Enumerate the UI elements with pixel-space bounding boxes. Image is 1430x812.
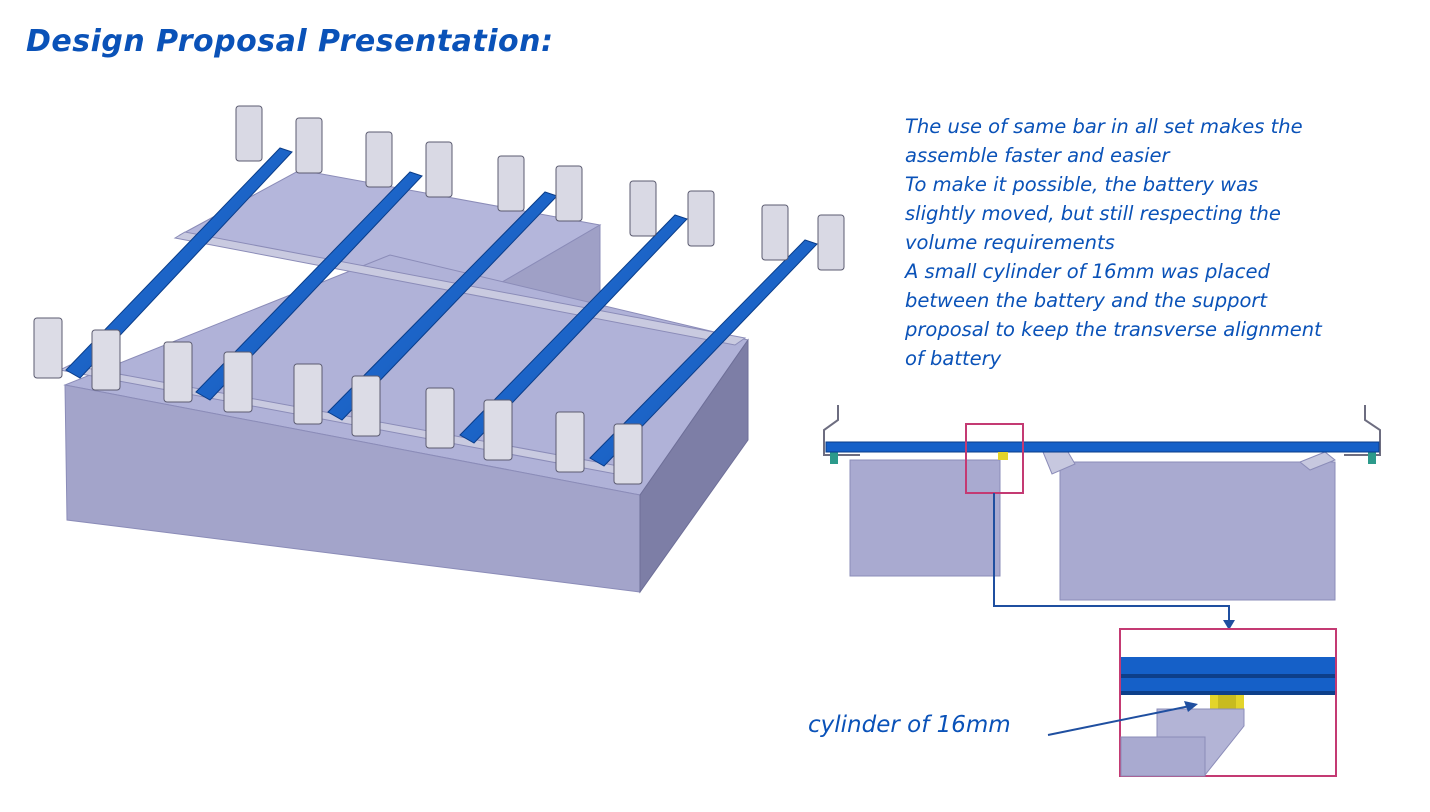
description-line: A small cylinder of 16mm was placed xyxy=(905,260,1270,283)
description-line: between the battery and the support xyxy=(905,289,1268,312)
description-text: The use of same bar in all set makes the… xyxy=(905,112,1405,373)
callout-arrow xyxy=(1047,705,1191,736)
support-bars xyxy=(65,147,818,467)
slide-title: Design Proposal Presentation: xyxy=(26,24,554,59)
cylinder-callout-label: cylinder of 16mm xyxy=(808,712,1011,738)
description-line: proposal to keep the transverse alignmen… xyxy=(905,318,1322,341)
description-line: volume requirements xyxy=(905,231,1115,254)
description-line: To make it possible, the battery was xyxy=(905,173,1259,196)
description-line: of battery xyxy=(905,347,1002,370)
front-clamps xyxy=(33,317,643,485)
section-view-figure xyxy=(823,405,1381,630)
front-battery-block xyxy=(63,254,749,594)
detail-view-figure xyxy=(1047,628,1337,777)
description-line: assemble faster and easier xyxy=(905,144,1170,167)
description-line: The use of same bar in all set makes the xyxy=(905,115,1303,138)
rear-clamps xyxy=(235,105,845,271)
description-line: slightly moved, but still respecting the xyxy=(905,202,1281,225)
